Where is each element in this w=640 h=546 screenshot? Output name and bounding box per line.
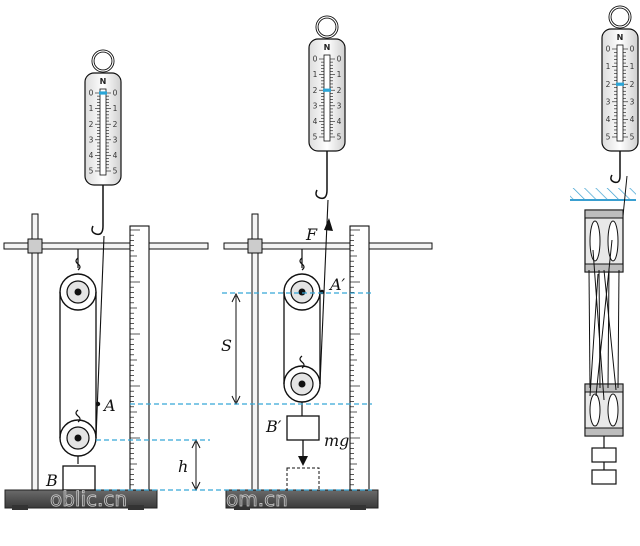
- watermark-right: om.cn: [226, 487, 288, 511]
- rope-1-free: [95, 235, 105, 439]
- clamp-1: [27, 238, 43, 254]
- base-1-foot-left: [12, 505, 28, 510]
- spring-scale-3-tick-right: 4: [630, 115, 635, 124]
- stand-rod-1: [31, 213, 39, 491]
- ruler-1-ticks: [130, 229, 140, 486]
- spring-scale-2-tick-right: 0: [337, 55, 342, 64]
- label-distance-s: S: [221, 336, 232, 355]
- ruler-2-ticks: [350, 229, 360, 486]
- spring-scale-2-tick-left: 2: [313, 86, 318, 95]
- reference-lines: [96, 292, 372, 491]
- spring-scale-2-tick-right: 2: [337, 86, 342, 95]
- spring-scale-2-tick-left: 4: [313, 117, 318, 126]
- spring-scale-1-tick-left: 4: [89, 151, 94, 160]
- spring-scale-1-tick-right: 1: [113, 104, 118, 113]
- spring-scale-3-tick-right: 1: [630, 62, 635, 71]
- ceiling-hatch: [570, 188, 636, 199]
- figure-2: B′ mg A′ F N0 0 1 1 2 2 3 3 4 4 5 5: [223, 15, 433, 510]
- spring-scale-1: N0 0 1 1 2 2 3 3 4 4 5 5: [84, 49, 122, 190]
- spring-scale-2-tick-right: 4: [337, 117, 342, 126]
- spring-scale-2-tick-right: 5: [337, 133, 342, 142]
- spring-scale-1-unit-letter: N: [100, 77, 107, 86]
- watermark-left: oblic.cn: [50, 487, 127, 511]
- label-height-h: h: [178, 457, 188, 476]
- spring-scale-2: N0 0 1 1 2 2 3 3 4 4 5 5: [308, 15, 346, 156]
- spring-scale-2-tick-left: 5: [313, 133, 318, 142]
- lower-pulley-1: [59, 419, 97, 457]
- spring-scale-2-pointer: [323, 88, 331, 92]
- cross-bar-1: [3, 242, 209, 250]
- spring-scale-3-unit-letter: N: [617, 33, 624, 42]
- spring-scale-1-tick-right: 5: [113, 167, 118, 176]
- spring-scale-1-tick-right: 0: [113, 89, 118, 98]
- spring-scale-3-tick-left: 4: [606, 115, 611, 124]
- block-b: [62, 465, 96, 491]
- spring-scale-2-tick-left: 3: [313, 101, 318, 110]
- figure-3: N0 0 1 1 2 2 3 3 4 4 5 5: [570, 5, 639, 485]
- scale-1-hook: [91, 190, 104, 236]
- spring-scale-2-tick-left: 0: [313, 55, 318, 64]
- spring-scale-1-tick-left: 2: [89, 120, 94, 129]
- lower-pulley-block-3: [584, 383, 624, 437]
- cross-bar-2: [223, 242, 433, 250]
- spring-scale-1-tick-right: 4: [113, 151, 118, 160]
- spring-scale-1-tick-right: 3: [113, 135, 118, 144]
- spring-scale-2-tick-right: 3: [337, 101, 342, 110]
- spring-scale-3-tick-right: 2: [630, 80, 635, 89]
- spring-scale-3-tick-left: 2: [606, 80, 611, 89]
- base-2-foot-left: [234, 505, 250, 510]
- clamp-2: [247, 238, 263, 254]
- spring-scale-3: N0 0 1 1 2 2 3 3 4 4 5 5: [601, 5, 639, 156]
- ghost-block: [286, 467, 320, 491]
- ruler-2: [349, 225, 370, 491]
- spring-scale-3-tick-left: 3: [606, 97, 611, 106]
- ruler-1: [129, 225, 150, 491]
- spring-scale-3-tick-left: 0: [606, 45, 611, 54]
- figure-1: B A N0 0 1 1 2 2 3 3 4 4 5 5: [3, 49, 209, 510]
- spring-scale-1-tick-left: 0: [89, 89, 94, 98]
- ropes-3: [588, 175, 628, 401]
- weight-3-upper: [591, 447, 617, 463]
- base-1-foot-right: [128, 505, 144, 510]
- label-point-a-prime: A′: [328, 275, 346, 294]
- label-weight-mg: mg: [324, 431, 349, 450]
- spring-scale-1-tick-left: 1: [89, 104, 94, 113]
- scale-2-hook: [315, 156, 328, 200]
- height-h-marker: h: [178, 438, 201, 492]
- label-force-f: F: [305, 225, 318, 244]
- spring-scale-1-pointer: [99, 91, 107, 95]
- point-a: [95, 401, 101, 407]
- spring-scale-3-tick-right: 5: [630, 133, 635, 142]
- label-block-b: B: [45, 471, 58, 490]
- label-block-b-prime: B′: [265, 417, 282, 436]
- block-b-prime: [286, 415, 320, 441]
- spring-scale-1-tick-right: 2: [113, 120, 118, 129]
- weight-3-lower: [591, 469, 617, 485]
- label-point-a: A: [102, 396, 116, 415]
- spring-scale-1-tick-left: 3: [89, 135, 94, 144]
- spring-scale-3-tick-right: 0: [630, 45, 635, 54]
- upper-pulley-2: [283, 273, 321, 311]
- spring-scale-3-pointer: [616, 82, 624, 86]
- lower-pulley-2: [283, 365, 321, 403]
- scale-3-hook: [610, 156, 621, 184]
- spring-scale-3-tick-left: 1: [606, 62, 611, 71]
- distance-s-marker: S: [221, 292, 241, 406]
- spring-scale-3-tick-left: 5: [606, 133, 611, 142]
- stand-rod-2: [251, 213, 259, 491]
- spring-scale-2-tick-left: 1: [313, 70, 318, 79]
- spring-scale-3-tick-right: 3: [630, 97, 635, 106]
- spring-scale-2-tick-right: 1: [337, 70, 342, 79]
- upper-pulley-block-3: [584, 209, 624, 273]
- spring-scale-2-unit-letter: N: [324, 43, 331, 52]
- base-2-foot-right: [350, 505, 366, 510]
- upper-pulley-1: [59, 273, 97, 311]
- spring-scale-1-tick-left: 5: [89, 167, 94, 176]
